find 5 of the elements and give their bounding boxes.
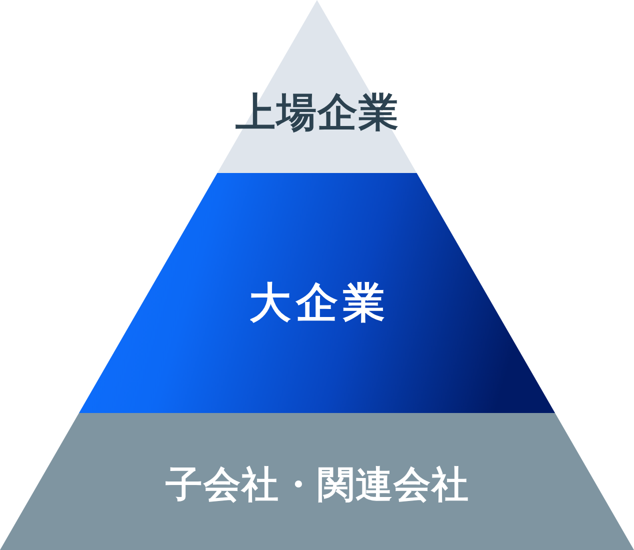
tier-label: 子会社・関連会社 (164, 464, 470, 506)
pyramid-tier (0, 413, 634, 550)
tier-label: 上場企業 (234, 91, 400, 135)
pyramid-tier (78, 173, 556, 413)
tier-label: 大企業 (248, 280, 390, 326)
